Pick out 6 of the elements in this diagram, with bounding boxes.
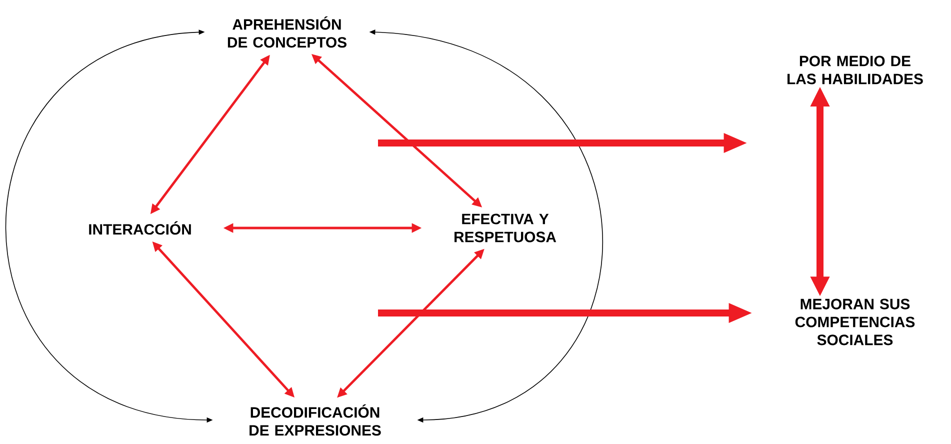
node-label: INTERACCIÓN <box>89 221 191 235</box>
node-label: DECODIFICACIÓN DE EXPRESIONES <box>250 404 381 436</box>
node-label: EFECTIVA Y RESPETUOSA <box>454 214 556 242</box>
node-label: APREHENSIÓN DE CONCEPTOS <box>228 16 346 48</box>
node-label: MEJORAN SUS COMPETENCIAS SOCIALES <box>795 298 915 346</box>
node-label: POR MEDIO DE LAS HABILIDADES <box>788 56 923 84</box>
